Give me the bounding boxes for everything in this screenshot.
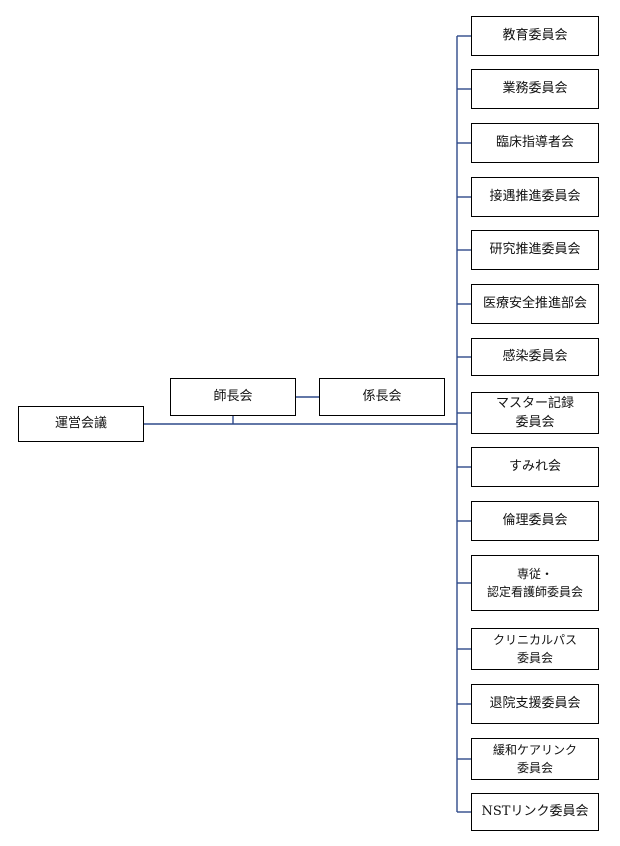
committee-box: 研究推進委員会 — [471, 230, 599, 270]
side-box-kakarichou-kai: 係長会 — [319, 378, 445, 416]
committee-label: 接遇推進委員会 — [489, 189, 581, 205]
committee-box: 緩和ケアリンク委員会 — [471, 738, 599, 780]
side-label: 係長会 — [362, 389, 402, 405]
committee-label: NSTリンク委員会 — [481, 804, 589, 820]
committee-box: クリニカルパス委員会 — [471, 628, 599, 670]
committee-label: クリニカルパス — [492, 633, 577, 648]
committee-label: 感染委員会 — [502, 349, 568, 365]
committee-box: 業務委員会 — [471, 69, 599, 109]
committee-label: 医療安全推進部会 — [482, 296, 587, 312]
committee-box: 医療安全推進部会 — [471, 284, 599, 324]
committee-label: 臨床指導者会 — [495, 135, 574, 151]
middle-box-shichou-kai: 師長会 — [170, 378, 296, 416]
root-label: 運営会議 — [54, 416, 107, 432]
committee-box: マスター記録委員会 — [471, 392, 599, 434]
committee-box: すみれ会 — [471, 447, 599, 487]
committee-label: 研究推進委員会 — [489, 242, 581, 258]
committee-box: 臨床指導者会 — [471, 123, 599, 163]
committee-label: 退院支援委員会 — [489, 696, 581, 712]
committee-label: 倫理委員会 — [502, 513, 568, 529]
committee-label: マスター記録 — [495, 395, 574, 411]
committee-label: 業務委員会 — [502, 81, 568, 97]
committee-box: 感染委員会 — [471, 338, 599, 376]
committee-label: 委員会 — [515, 414, 555, 430]
committee-label: 委員会 — [516, 760, 553, 775]
committee-box: NSTリンク委員会 — [471, 793, 599, 831]
committee-box: 退院支援委員会 — [471, 684, 599, 724]
committee-box: 倫理委員会 — [471, 501, 599, 541]
middle-label: 師長会 — [213, 389, 253, 405]
committee-label: 緩和ケアリンク — [492, 743, 577, 758]
committee-box: 接遇推進委員会 — [471, 177, 599, 217]
committee-box: 教育委員会 — [471, 16, 599, 56]
committee-box: 専従・認定看護師委員会 — [471, 555, 599, 611]
committee-label: 教育委員会 — [502, 28, 568, 44]
committee-label: すみれ会 — [508, 459, 561, 475]
committee-label: 専従・ — [516, 567, 553, 582]
committee-label: 認定看護師委員会 — [486, 584, 583, 599]
committee-label: 委員会 — [516, 650, 553, 665]
root-box-unei-kaigi: 運営会議 — [18, 406, 144, 442]
